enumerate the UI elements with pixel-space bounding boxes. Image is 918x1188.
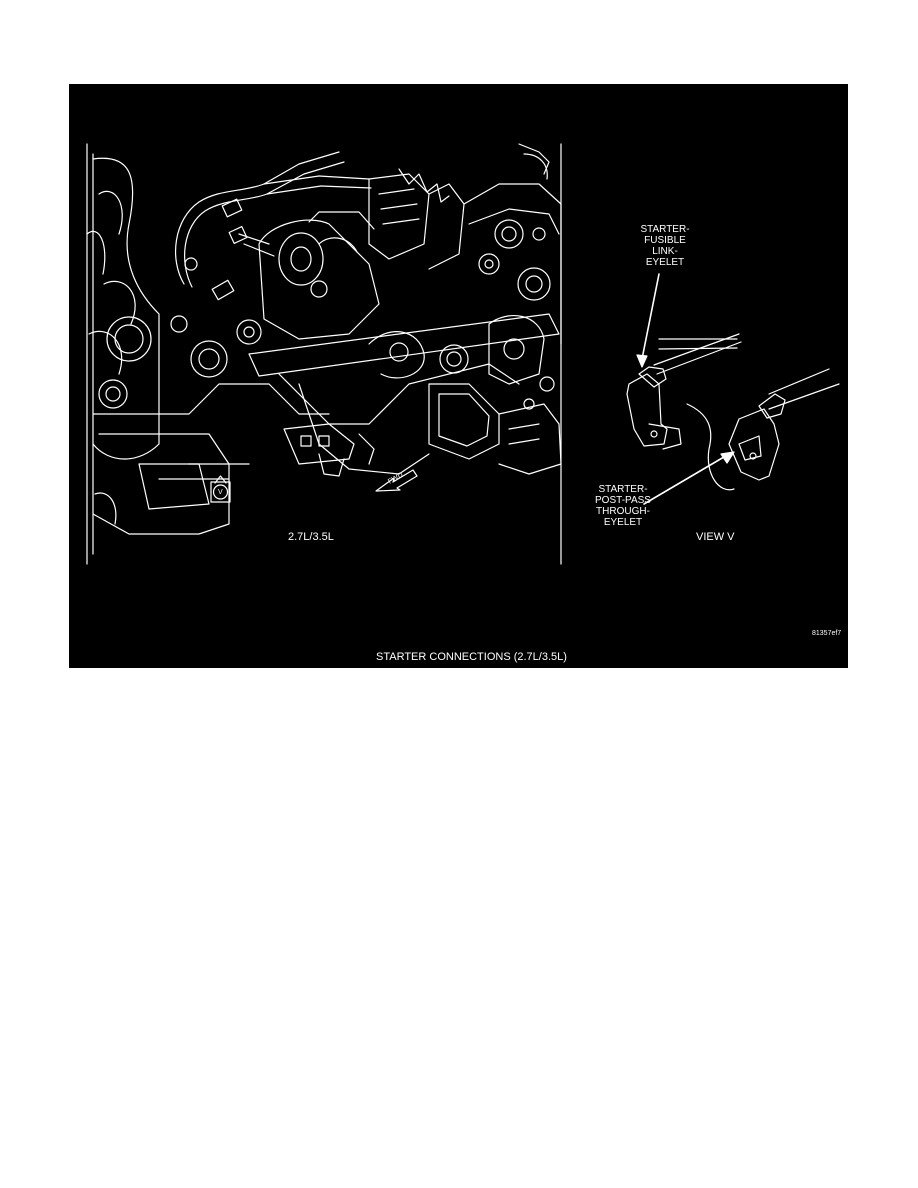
callout-starter-fusible-link-eyelet: STARTER- FUSIBLE LINK- EYELET	[640, 224, 690, 268]
forward-arrow-icon	[375, 469, 418, 492]
main-view-label: 2.7L/3.5L	[288, 531, 334, 543]
diagram-artwork	[86, 143, 840, 565]
detail-view-illustration	[626, 273, 840, 505]
engine-starter-illustration	[86, 143, 562, 565]
detail-view-label: VIEW V	[696, 531, 735, 543]
diagram-figure: STARTER- FUSIBLE LINK- EYELET STARTER- P…	[69, 84, 848, 668]
figure-caption: STARTER CONNECTIONS (2.7L/3.5L)	[376, 651, 567, 663]
image-code: 81357ef7	[812, 630, 842, 637]
view-v-marker-icon	[210, 475, 231, 503]
callout-starter-post-pass-through-eyelet: STARTER- POST-PASS THROUGH- EYELET	[595, 484, 651, 528]
view-marker-letter: V	[218, 489, 223, 496]
